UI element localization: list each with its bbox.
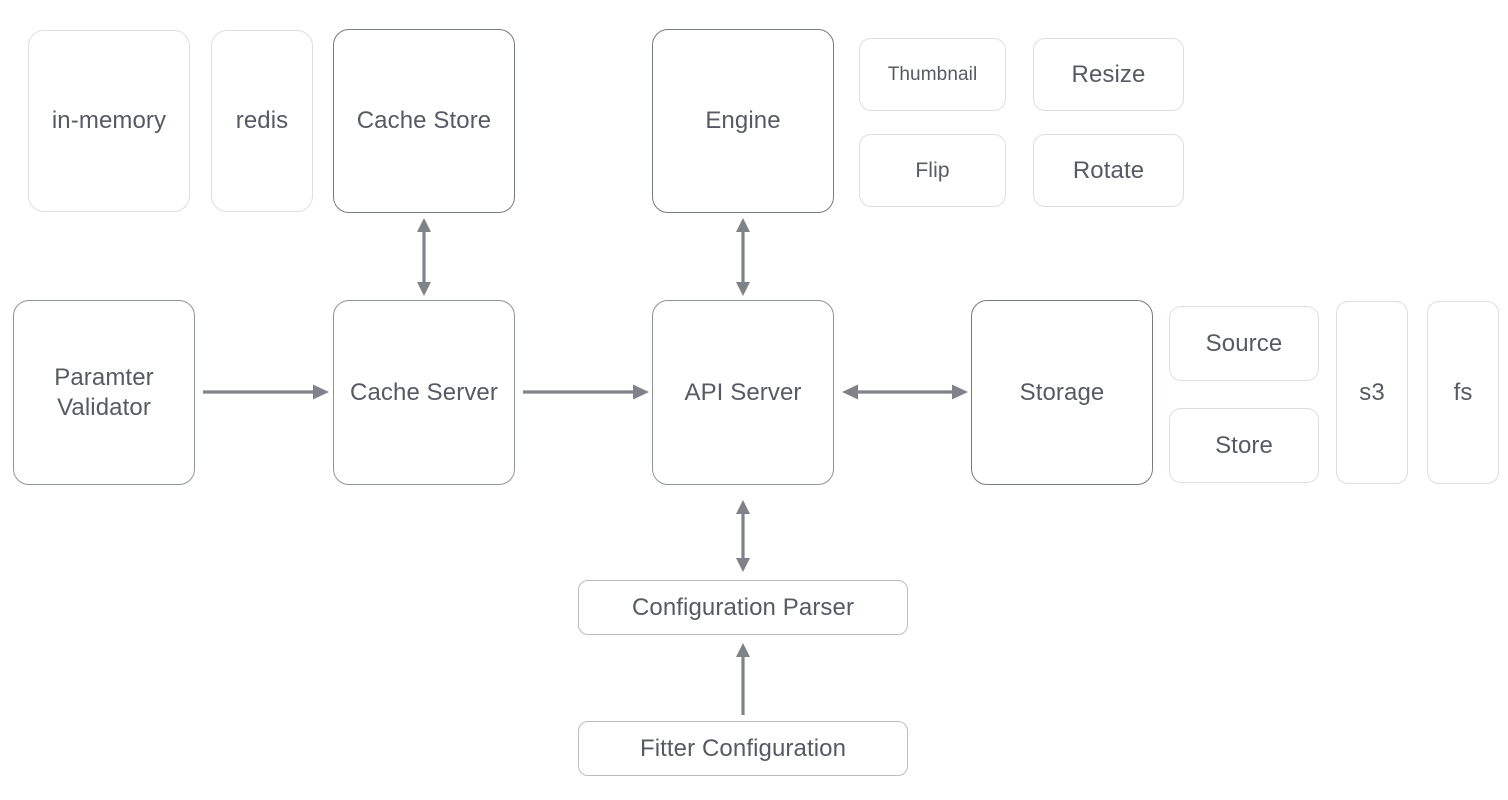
node-fs-label: fs [1453, 378, 1473, 406]
node-store[interactable]: Store [1169, 408, 1319, 483]
node-store-label: Store [1215, 431, 1273, 459]
node-api-server-label: API Server [684, 378, 802, 406]
node-api-server[interactable]: API Server [652, 300, 834, 485]
node-cache-server[interactable]: Cache Server [333, 300, 515, 485]
node-fitter-configuration[interactable]: Fitter Configuration [578, 721, 908, 776]
edge-engine-to-api-server [727, 218, 759, 296]
node-resize-label: Resize [1071, 60, 1146, 88]
node-cache-store-label: Cache Store [356, 107, 492, 135]
node-fitter-configuration-label: Fitter Configuration [639, 734, 847, 762]
node-configuration-parser[interactable]: Configuration Parser [578, 580, 908, 635]
node-redis-label: redis [235, 107, 289, 135]
node-in-memory-label: in-memory [51, 107, 167, 135]
node-configuration-parser-label: Configuration Parser [631, 593, 855, 621]
node-cache-store[interactable]: Cache Store [333, 29, 515, 213]
node-s3-label: s3 [1359, 378, 1385, 406]
node-engine[interactable]: Engine [652, 29, 834, 213]
node-in-memory[interactable]: in-memory [28, 30, 190, 212]
node-storage-label: Storage [1019, 378, 1105, 406]
node-rotate-label: Rotate [1072, 156, 1145, 184]
node-source-label: Source [1205, 329, 1283, 357]
node-resize[interactable]: Resize [1033, 38, 1184, 111]
node-flip[interactable]: Flip [859, 134, 1006, 207]
edge-fitter-configuration-to-configuration-parser [727, 643, 759, 715]
node-engine-label: Engine [705, 107, 781, 135]
node-storage[interactable]: Storage [971, 300, 1153, 485]
edge-api-server-to-configuration-parser [727, 500, 759, 572]
node-flip-label: Flip [915, 158, 950, 182]
node-redis[interactable]: redis [211, 30, 313, 212]
edge-cache-store-to-cache-server [408, 218, 440, 296]
node-thumbnail-label: Thumbnail [887, 63, 978, 85]
node-paramter-validator[interactable]: Paramter Validator [13, 300, 195, 485]
edge-api-server-to-storage [842, 377, 968, 407]
node-thumbnail[interactable]: Thumbnail [859, 38, 1006, 111]
node-source[interactable]: Source [1169, 306, 1319, 381]
node-fs[interactable]: fs [1427, 301, 1499, 484]
node-s3[interactable]: s3 [1336, 301, 1408, 484]
node-rotate[interactable]: Rotate [1033, 134, 1184, 207]
edge-paramter-validator-to-cache-server [203, 377, 329, 407]
edge-cache-server-to-api-server [523, 377, 649, 407]
node-paramter-validator-label: Paramter Validator [54, 364, 154, 421]
node-cache-server-label: Cache Server [350, 378, 498, 406]
